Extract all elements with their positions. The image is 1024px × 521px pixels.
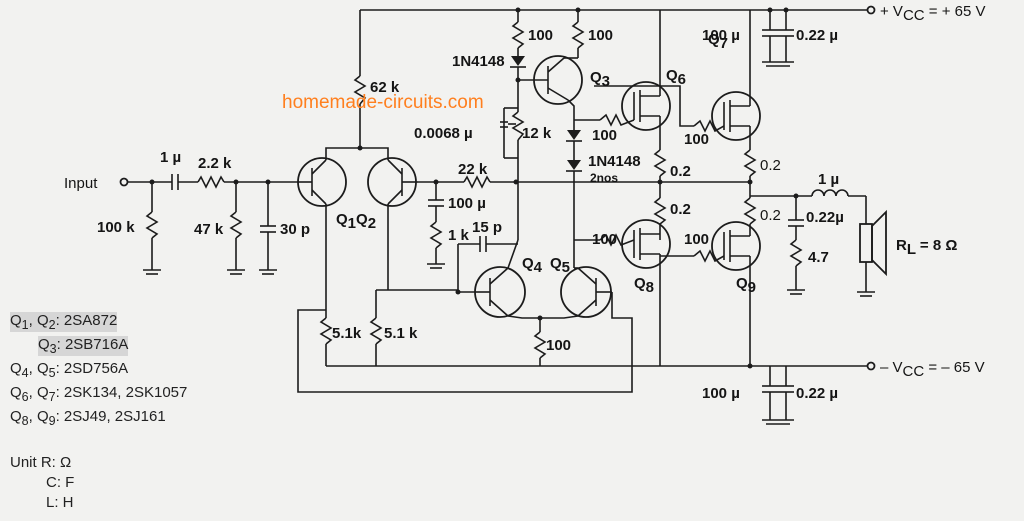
label-d1: 1N4148 (452, 53, 505, 70)
label-r-12: 12 k (522, 125, 552, 142)
label-c-100u: 100 µ (448, 195, 486, 212)
output-network (660, 181, 867, 295)
resistor-100-c (533, 315, 547, 366)
label-q4: Q4 (522, 255, 543, 276)
label-r-100a: 100 (528, 27, 553, 44)
units-l: L: H (46, 494, 74, 511)
legend-line-5: Q8, Q9: 2SJ49, 2SJ161 (10, 408, 166, 428)
mosfet-q6 (574, 10, 671, 150)
mosfet-q9 (660, 221, 761, 366)
label-r-g8: 100 (592, 231, 617, 248)
resistor-100-a (511, 7, 525, 56)
label-c-top-e: 100 µ (702, 27, 740, 44)
transistor-q2 (367, 157, 418, 207)
label-r-51a: 5.1k (332, 325, 362, 342)
resistor-100k-input (143, 182, 161, 275)
diff-pair-wiring (325, 104, 389, 310)
legend-line-3: Q4, Q5: 2SD756A (10, 360, 129, 380)
label-q8: Q8 (634, 275, 654, 296)
label-c-out: 0.22µ (806, 209, 844, 226)
label-q1q2: Q1Q2 (336, 211, 376, 232)
input-terminal (119, 174, 298, 190)
transistor-q3 (515, 55, 583, 128)
transistor-q5 (540, 266, 612, 319)
label-q6: Q6 (666, 67, 686, 88)
diode-string (566, 128, 582, 268)
legend-line-2: Q3: 2SB716A (38, 336, 129, 356)
negative-supply-rail (410, 361, 876, 371)
label-d-string2: 2nos (590, 171, 618, 185)
label-c-top-f: 0.22 µ (796, 27, 838, 44)
label-c-bot-e: 100 µ (702, 385, 740, 402)
diode-d1 (510, 56, 526, 100)
legend-line-4: Q6, Q7: 2SK134, 2SK1057 (10, 384, 188, 404)
feedback-network (418, 175, 660, 269)
positive-supply-label: + VCC = + 65 V (880, 3, 986, 24)
bias-pot-12k (500, 100, 525, 240)
label-r-g9: 100 (684, 231, 709, 248)
label-r-51b: 5.1 k (384, 325, 418, 342)
input-label: Input (64, 175, 98, 192)
label-r-s9: 0.2 (760, 207, 781, 224)
label-l-out: 1 µ (818, 171, 839, 188)
resistor-47k (227, 182, 245, 275)
negative-supply-label: – VCC = – 65 V (880, 359, 985, 380)
legend-line-1: Q1, Q2: 2SA872 (10, 312, 118, 332)
label-r-g7: 100 (684, 131, 709, 148)
label-r-1k: 1 k (448, 227, 470, 244)
label-q9: Q9 (736, 275, 756, 296)
label-r-g6: 100 (592, 127, 617, 144)
label-r-s7: 0.2 (760, 157, 781, 174)
resistor-0.2-q6 (653, 149, 667, 198)
units-c: C: F (46, 474, 75, 491)
resistor-5k1-a (319, 310, 333, 366)
label-q7: Q7 (708, 31, 728, 52)
capacitor-15p (455, 236, 518, 295)
label-r-100c: 100 (546, 337, 571, 354)
label-q5: Q5 (550, 255, 570, 276)
resistor-0.2-q7 (743, 149, 757, 198)
loop-wiring (297, 289, 633, 393)
label-c-in: 1 µ (160, 149, 181, 166)
label-c-68: 0.0068 µ (414, 125, 473, 142)
transistor-q4 (474, 239, 540, 319)
mosfet-q8 (574, 219, 671, 366)
decoupling-top (762, 7, 794, 67)
label-q3: Q3 (590, 69, 610, 90)
label-c-15p: 15 p (472, 219, 502, 236)
resistor-100-b (571, 7, 585, 58)
label-rl: RL = 8 Ω (896, 237, 957, 258)
label-r-62: 62 k (370, 79, 400, 96)
resistor-5k1-b (326, 290, 410, 367)
label-r-47: 47 k (194, 221, 224, 238)
resistor-0.2-q8 (653, 197, 667, 240)
decoupling-bottom (747, 363, 794, 425)
transistor-q1 (297, 157, 347, 207)
label-d-string: 1N4148 (588, 153, 641, 170)
label-r-in-gnd: 100 k (97, 219, 135, 236)
label-r-in: 2.2 k (198, 155, 232, 172)
positive-supply-rail (360, 5, 876, 15)
resistor-62k (353, 10, 367, 105)
speaker-load (857, 209, 887, 297)
capacitor-30p (259, 182, 277, 275)
label-c-bot-f: 0.22 µ (796, 385, 838, 402)
label-watermark: homemade-circuits.com (282, 92, 484, 113)
label-r-47b: 4.7 (808, 249, 829, 266)
label-r-s6: 0.2 (670, 163, 691, 180)
label-r-s8: 0.2 (670, 201, 691, 218)
label-r-100b: 100 (588, 27, 613, 44)
label-c-30: 30 p (280, 221, 310, 238)
mosfet-q7 (594, 10, 761, 150)
units-title: Unit R: Ω (10, 454, 72, 471)
label-r-22: 22 k (458, 161, 488, 178)
